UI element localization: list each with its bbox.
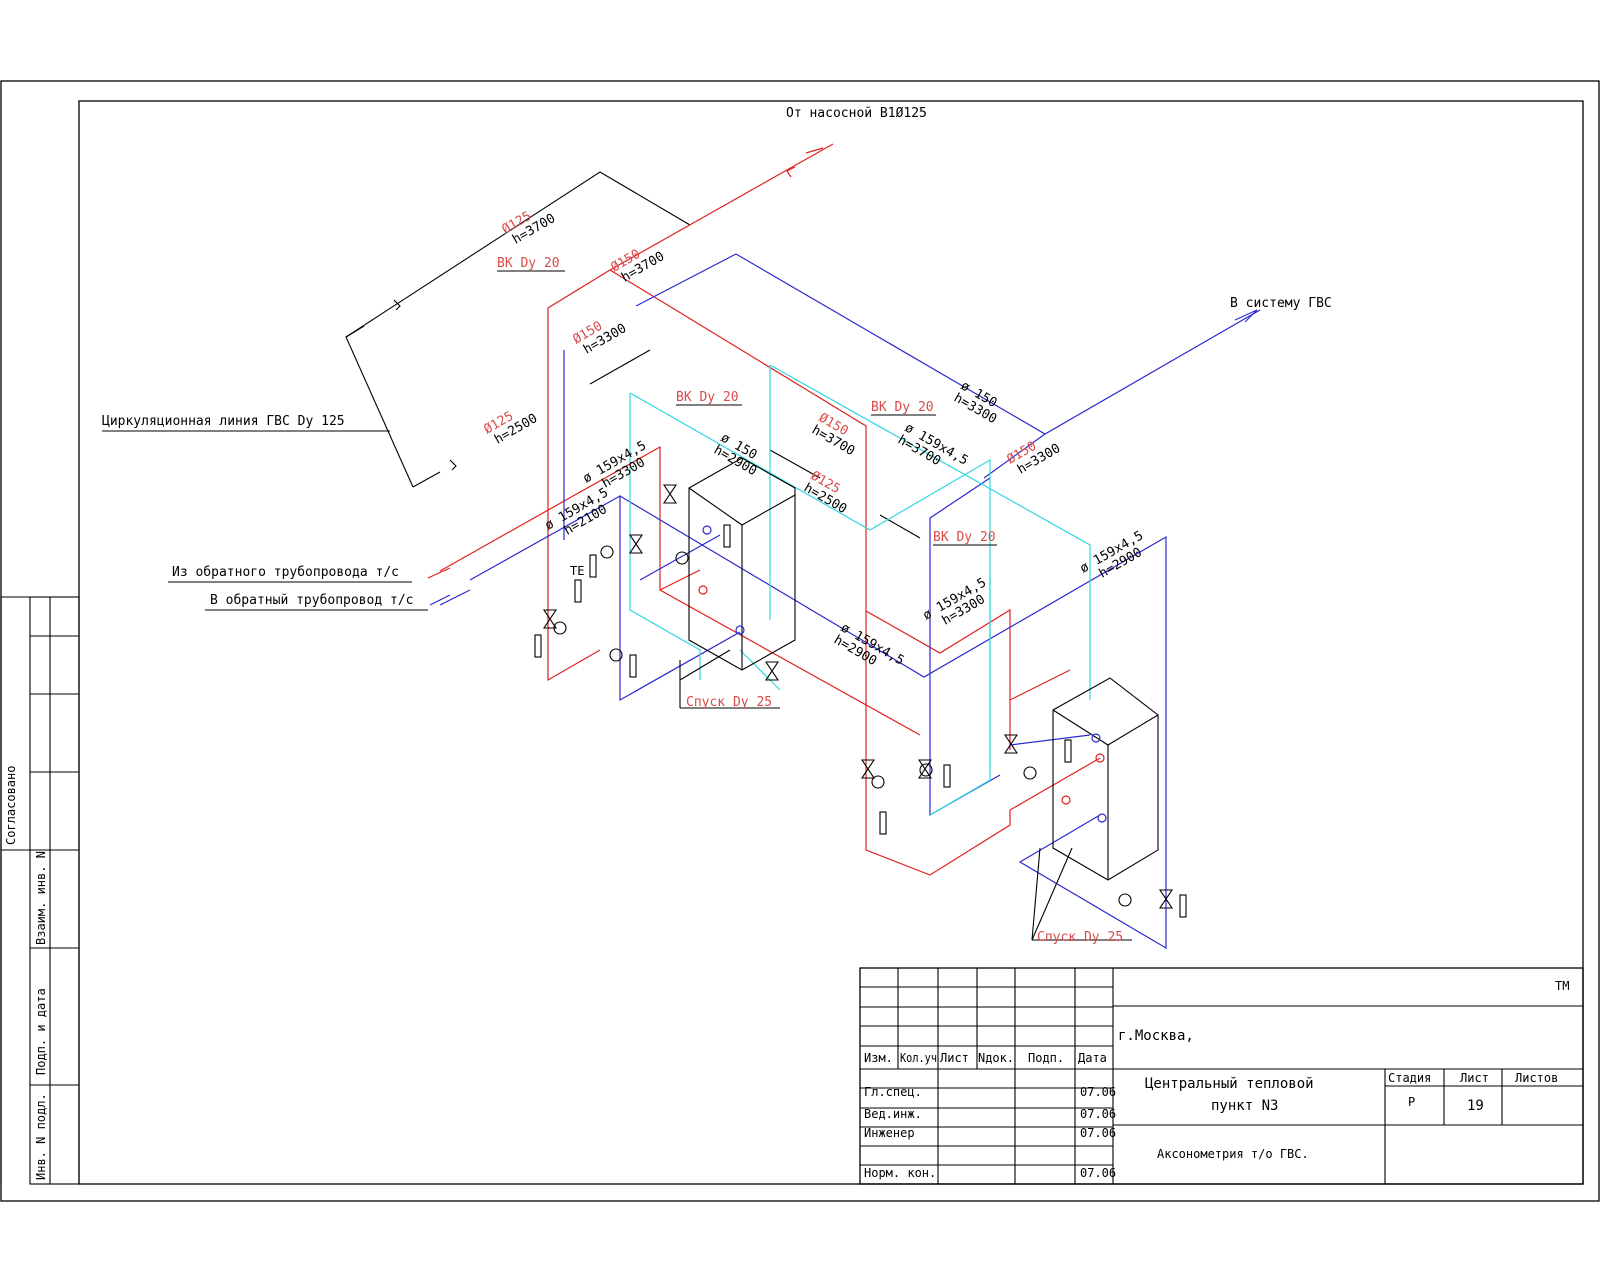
label-drain-2: Спуск Dy 25 (1037, 930, 1123, 945)
tb-object-line1: Центральный тепловой (1145, 1076, 1314, 1092)
circulation-pipe-cyan (629, 364, 1091, 816)
dimension-2: Ø150 h=3700 (609, 247, 668, 286)
tb-object-line2: пункт N3 (1211, 1098, 1278, 1114)
dimension-13: ø 159x4,5 h=3300 (921, 575, 990, 628)
tb-sheet-label: Лист (1460, 1071, 1489, 1085)
tb-date-3: 07.06 (1080, 1126, 1116, 1140)
label-to-hws: В систему ГВС (1230, 296, 1332, 311)
tb-header-data: Дата (1078, 1051, 1107, 1065)
stamp-inv-podl: Инв. N подл. (34, 1093, 48, 1180)
label-drain-1: Спуск Dy 25 (686, 695, 772, 710)
svg-text:В обратный трубопровод т/с: В обратный трубопровод т/с (210, 593, 414, 608)
tb-role-1: Гл.спец. (864, 1085, 922, 1099)
stamp-soglasovano: Согласовано (4, 766, 18, 845)
arrow-from-return (427, 567, 451, 579)
tb-date-5: 07.06 (1080, 1166, 1116, 1180)
dimension-7: Ø150 h=3700 (809, 410, 857, 459)
circulation-line (102, 171, 921, 539)
label-bk-2: BK Dy 20 (676, 390, 739, 405)
tb-sheet-value: 19 (1467, 1098, 1484, 1114)
tb-code: ТМ (1555, 979, 1569, 993)
heat-exchanger-1 (688, 457, 796, 671)
dimension-15: ø 159x4,5 h=2900 (831, 620, 907, 669)
tb-header-koluch: Кол.уч (900, 1051, 937, 1065)
dimension-11: ø 159x4,5 h=3300 (581, 438, 650, 491)
dimension-6: ø 150 h=2900 (711, 430, 759, 479)
tb-header-list: Лист (940, 1051, 969, 1065)
tb-stage-value: Р (1408, 1095, 1415, 1109)
title-block: Изм. Кол.уч Лист Nдок. Подп. Дата Гл.спе… (859, 967, 1584, 1185)
label-bk-4: BK Dy 20 (933, 530, 996, 545)
tb-date-2: 07.06 (1080, 1107, 1116, 1121)
label-from-return: Из обратного трубопровода т/с (168, 565, 412, 583)
tb-date-1: 07.06 (1080, 1085, 1116, 1099)
tb-header-izm: Изм. (864, 1051, 893, 1065)
dimension-1: Ø125 h=3700 (500, 209, 559, 248)
supply-pipe-red (439, 143, 1101, 876)
outer-sheet-border (0, 80, 1600, 1202)
stamp-podp-data: Подп. и дата (34, 988, 48, 1075)
tb-header-podp: Подп. (1028, 1051, 1064, 1065)
dimension-12: ø 159x4,5 h=2100 (543, 485, 612, 538)
svg-text:Из обратного трубопровода т/с: Из обратного трубопровода т/с (172, 565, 399, 580)
label-te: TE (570, 564, 584, 578)
fittings (534, 484, 1187, 941)
dimension-5: ø 150 h=3300 (951, 378, 999, 427)
tb-sheet-title: Аксонометрия т/о ГВС. (1157, 1147, 1309, 1161)
label-to-return: В обратный трубопровод т/с (205, 593, 428, 611)
tb-city: г.Москва, (1118, 1028, 1194, 1044)
heat-exchanger-2 (1052, 677, 1159, 881)
arrow-to-return (429, 594, 451, 606)
tb-stage-label: Стадия (1388, 1071, 1431, 1085)
dimension-9: Ø125 h=2500 (801, 468, 849, 517)
label-bk-3: BK Dy 20 (871, 400, 934, 415)
label-circulation-line: Циркуляционная линия ГВС Dy 125 (102, 414, 345, 429)
dimension-10: Ø150 h=3300 (1005, 439, 1064, 478)
tb-role-2: Вед.инж. (864, 1107, 922, 1121)
tb-header-ndok: Nдок. (978, 1051, 1014, 1065)
inner-drawing-frame (78, 100, 1584, 1185)
tb-role-3: Инженер (864, 1126, 915, 1140)
dimension-14: ø 159x4,5 h=2900 (1078, 528, 1147, 581)
side-stamp-strip: Согласовано Взаим. инв. N Подп. и дата И… (0, 596, 80, 1185)
label-bk-1: BK Dy 20 (497, 256, 560, 271)
tb-sheets-label: Листов (1515, 1071, 1558, 1085)
dimension-3: Ø150 h=3300 (571, 319, 630, 358)
label-from-pump: От насосной B1Ø125 (786, 106, 927, 121)
tb-role-5: Норм. кон. (864, 1166, 936, 1180)
return-pipe-blue (439, 253, 1261, 950)
dimension-4: Ø125 h=2500 (482, 409, 541, 448)
stamp-vzaim-inv: Взаим. инв. N (34, 851, 48, 945)
